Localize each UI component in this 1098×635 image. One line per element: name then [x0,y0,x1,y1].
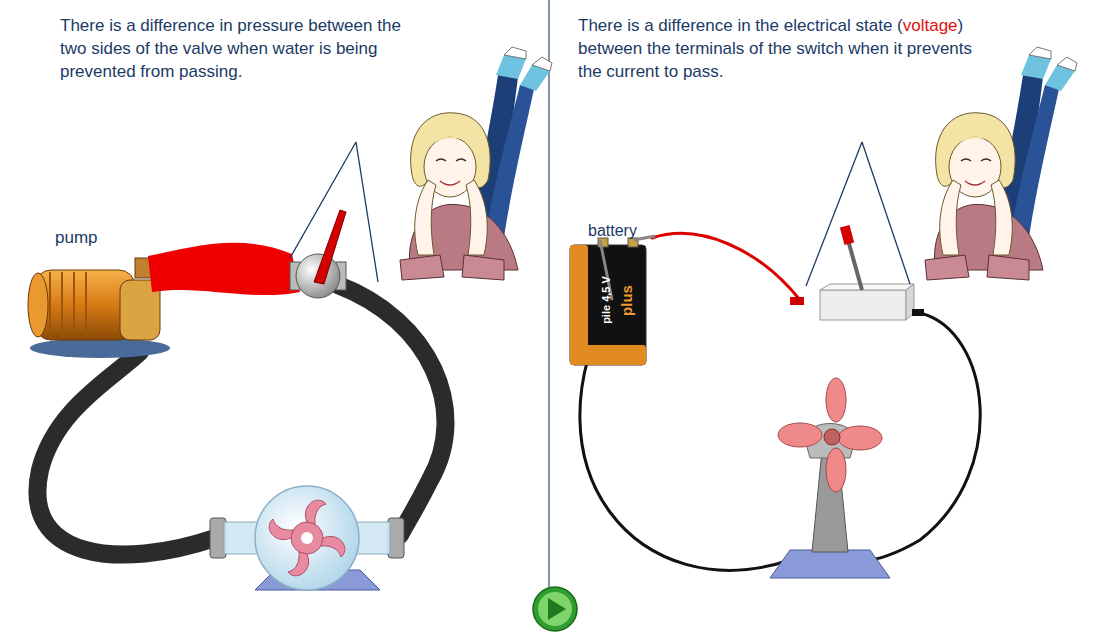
explanation-text: There is a difference in pressure betwee… [60,14,416,83]
highlighted-word: voltage [903,16,958,35]
switch [790,225,924,320]
leader-lines [806,142,910,286]
divider-line [548,0,549,590]
part-label: pile 4,5 V [600,276,612,324]
part-label: pump [55,228,98,248]
explanation-text: There is a difference in the electrical … [578,14,988,83]
part-label: battery [588,222,637,240]
valve [290,210,346,298]
part-label: plus [618,285,635,316]
turbine [210,486,404,590]
fan [770,378,890,578]
leader-lines [290,142,378,282]
pressurised-hose [148,243,300,295]
play-button [533,587,577,631]
girl-figure [400,47,552,280]
girl-figure [925,47,1077,280]
pump [28,258,170,358]
battery [570,236,655,365]
